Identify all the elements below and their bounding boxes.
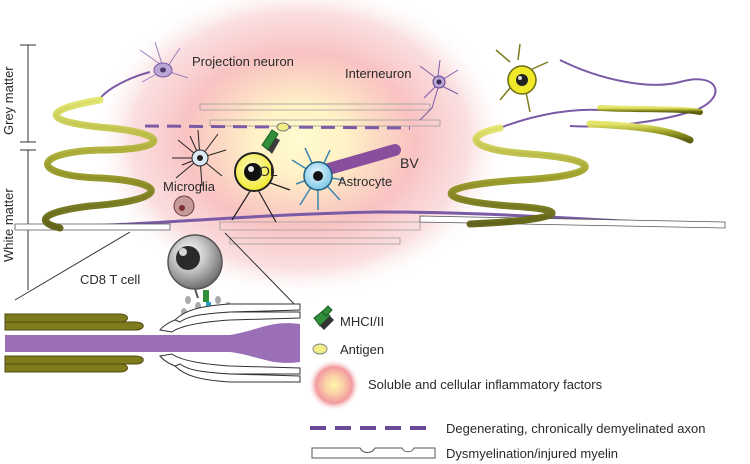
right-coiled-axon (447, 59, 717, 228)
legend-antigen-label: Antigen (340, 342, 384, 357)
legend-antigen-icon (312, 343, 328, 355)
yellow-neuron (495, 43, 549, 113)
zoomed-axon (4, 303, 301, 383)
cd8-t-cell (167, 234, 223, 299)
cd8-t-cell-label: CD8 T cell (80, 272, 140, 287)
white-matter-label: White matter (1, 188, 16, 262)
projection-neuron-label: Projection neuron (192, 54, 294, 69)
zoom-lines (14, 231, 301, 311)
legend-dysmyelination-label: Dysmyelination/injured myelin (446, 446, 618, 461)
legend: MHCI/II Antigen Soluble and cellular inf… (308, 305, 705, 461)
astrocyte-label: Astrocyte (338, 174, 392, 189)
legend-dysmyelination-icon (311, 447, 436, 459)
legend-inflammation-label: Soluble and cellular inflammatory factor… (368, 377, 603, 392)
interneuron-label: Interneuron (345, 66, 412, 81)
grey-matter-label: Grey matter (1, 66, 16, 135)
oligodendrocyte (231, 152, 291, 223)
bv-label: BV (400, 155, 419, 171)
region-brackets (20, 44, 36, 290)
legend-mhc-label: MHCI/II (340, 314, 384, 329)
zoomed-myelin-damaged (159, 303, 301, 383)
astrocyte (291, 147, 345, 210)
microglia-top (172, 129, 227, 187)
blood-vessel (319, 144, 401, 176)
legend-mhc-icon (313, 305, 334, 330)
ol-label: OL (259, 163, 278, 179)
legend-degenerating-label: Degenerating, chronically demyelinated a… (446, 421, 705, 436)
microglia-small (173, 195, 195, 217)
ol-mhc-complex (261, 122, 290, 154)
projection-neuron (139, 41, 189, 83)
legend-inflammation-icon (308, 359, 360, 411)
microglia-label: Microglia (163, 179, 216, 194)
inflammation-cloud (90, 0, 510, 300)
myelin-left (14, 223, 171, 231)
left-coiled-axon (41, 71, 158, 232)
interneuron (419, 59, 459, 121)
zoomed-myelin-left (4, 313, 144, 373)
myelin-right (419, 215, 726, 229)
